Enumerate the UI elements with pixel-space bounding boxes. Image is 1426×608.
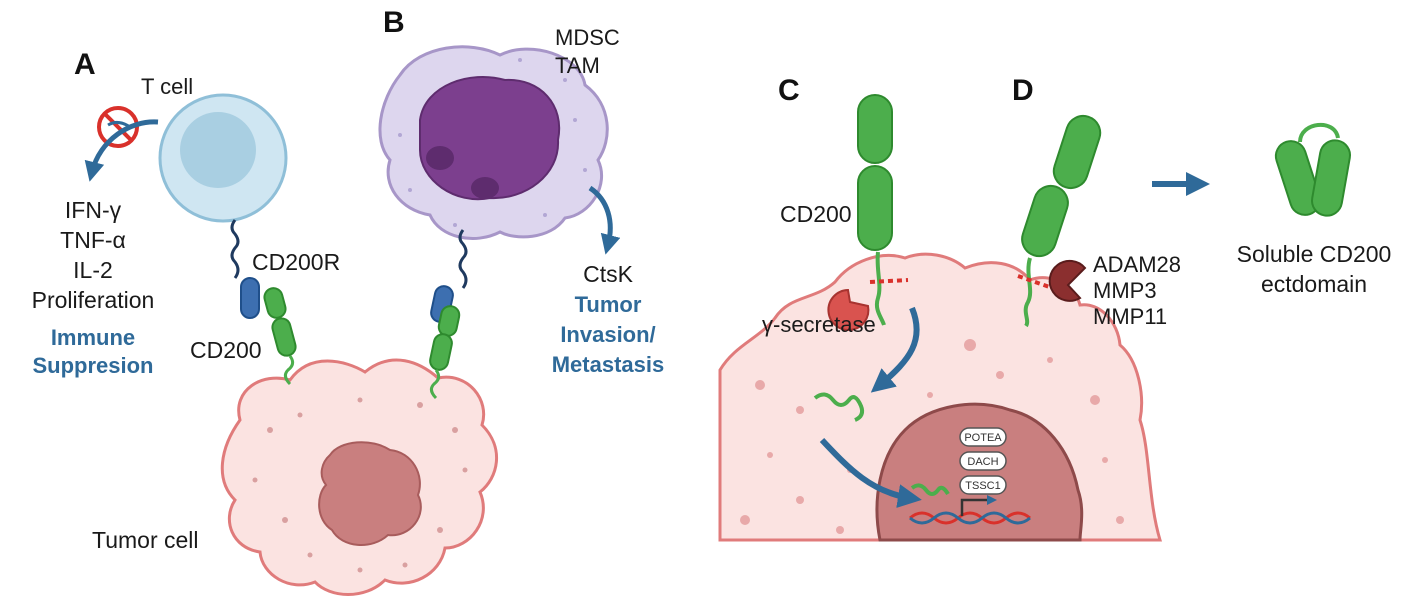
tumor-outcome-line-3: Metastasis bbox=[552, 352, 665, 377]
gamma-secretase-label: γ-secretase bbox=[762, 312, 876, 337]
protease-mmp3: MMP3 bbox=[1093, 278, 1157, 303]
inhibition-icon bbox=[97, 106, 139, 148]
immune-outcome-line-1: Immune bbox=[51, 325, 135, 350]
cd200-ligand-a bbox=[263, 287, 297, 386]
immune-outcome-line-2: Suppresion bbox=[32, 353, 153, 378]
icd-fragment bbox=[813, 392, 865, 422]
panel-c-label: C bbox=[778, 74, 800, 107]
icd-release-arrow bbox=[870, 306, 920, 393]
protease-mmp11: MMP11 bbox=[1093, 304, 1167, 329]
soluble-cd200-ectodomain bbox=[1274, 122, 1351, 217]
nucleus-large bbox=[875, 402, 1084, 542]
gene-tssc1: TSSC1 bbox=[965, 480, 1000, 492]
gene-list bbox=[959, 427, 1007, 495]
tumor-cell bbox=[220, 358, 498, 596]
transcription-arrow bbox=[960, 495, 997, 516]
effect-4: Proliferation bbox=[32, 287, 155, 313]
t-cell bbox=[158, 93, 288, 319]
tumor-outcome-line-1: Tumor bbox=[575, 292, 642, 317]
gene-potea: POTEA bbox=[964, 432, 1002, 444]
mdsc-tam-cell bbox=[378, 45, 609, 400]
effect-1: IFN-γ bbox=[65, 197, 122, 223]
t-cell-output-arrow bbox=[84, 119, 159, 182]
mdsc-output-arrow bbox=[588, 185, 621, 255]
t-cell-label: T cell bbox=[141, 74, 193, 99]
nuclear-translocation-arrow bbox=[819, 437, 922, 508]
panel-b-label: B bbox=[383, 6, 405, 39]
cd200-label-c: CD200 bbox=[780, 201, 852, 227]
mdsc-nucleus bbox=[419, 75, 561, 201]
metalloprotease-enzyme bbox=[1048, 259, 1087, 302]
cd200r-label: CD200R bbox=[252, 249, 340, 275]
gamma-secretase-enzyme bbox=[827, 288, 870, 331]
cd200r-stalk bbox=[230, 219, 240, 279]
ctsk-label: CtsK bbox=[583, 261, 634, 287]
tumor-outcome-line-2: Invasion/ bbox=[560, 322, 655, 347]
soluble-cd200-label-line-1: Soluble CD200 bbox=[1237, 241, 1392, 267]
tumor-cell-large bbox=[718, 252, 1163, 542]
gene-dach: DACH bbox=[967, 456, 998, 468]
mdsc-label: MDSC bbox=[555, 25, 620, 50]
cd200-label-a: CD200 bbox=[190, 337, 262, 363]
cd200-full-length-d bbox=[1017, 114, 1102, 328]
tumor-nucleus bbox=[318, 441, 422, 547]
dna-helix bbox=[909, 495, 1031, 525]
panel-d-label: D bbox=[1012, 74, 1034, 107]
panel-a-label: A bbox=[74, 48, 96, 81]
cd200-full-length-c bbox=[857, 94, 909, 326]
effect-2: TNF-α bbox=[60, 227, 126, 253]
protease-adam28: ADAM28 bbox=[1093, 252, 1181, 277]
tam-label: TAM bbox=[555, 53, 600, 78]
cd200r-receptor bbox=[240, 277, 260, 319]
effect-3: IL-2 bbox=[73, 257, 113, 283]
icd-in-nucleus bbox=[910, 483, 950, 496]
soluble-cd200-label-line-2: ectdomain bbox=[1261, 271, 1367, 297]
tumor-cell-label: Tumor cell bbox=[92, 527, 199, 553]
